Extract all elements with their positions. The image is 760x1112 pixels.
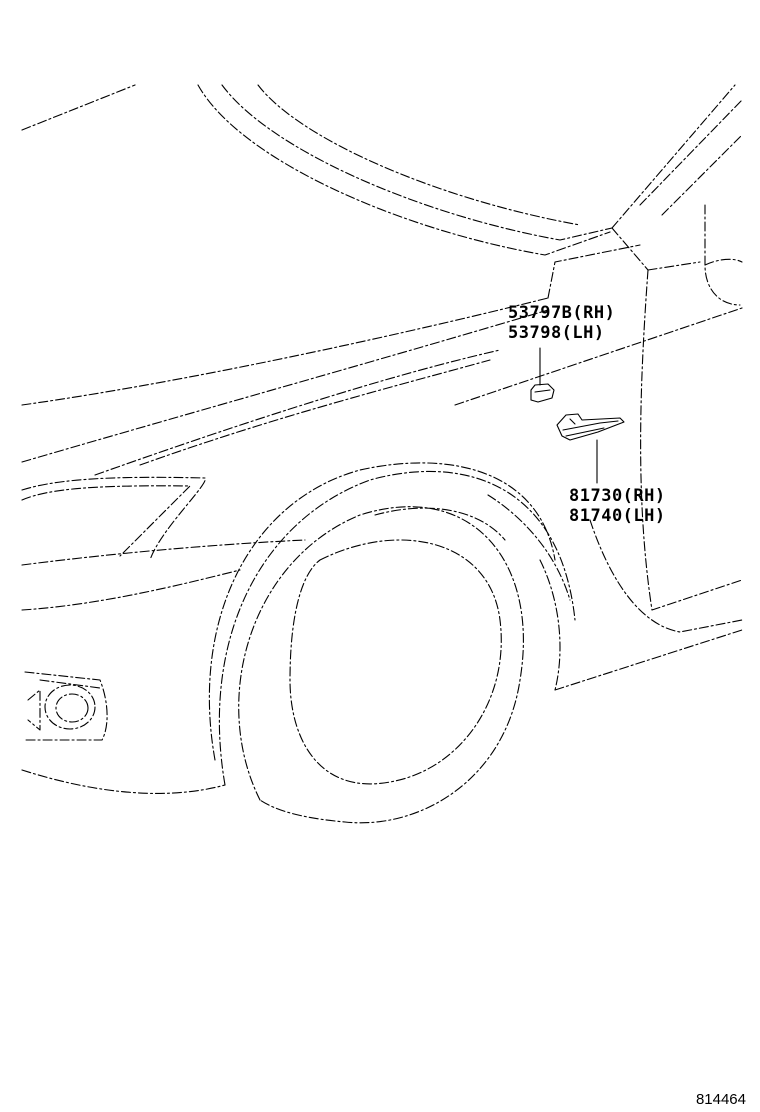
part-label-53798-lh: 53798(LH) (508, 323, 605, 343)
part-label-81730-rh: 81730(RH) (569, 486, 666, 506)
car-body-outline (21, 84, 743, 824)
side-marker-lamp-drawing (556, 413, 625, 484)
part-label-81740-lh: 81740(LH) (569, 506, 666, 526)
clip-part-drawing (530, 347, 555, 403)
part-label-53797b-rh: 53797B(RH) (508, 303, 616, 323)
drawing-number: 814464 (695, 1091, 746, 1108)
